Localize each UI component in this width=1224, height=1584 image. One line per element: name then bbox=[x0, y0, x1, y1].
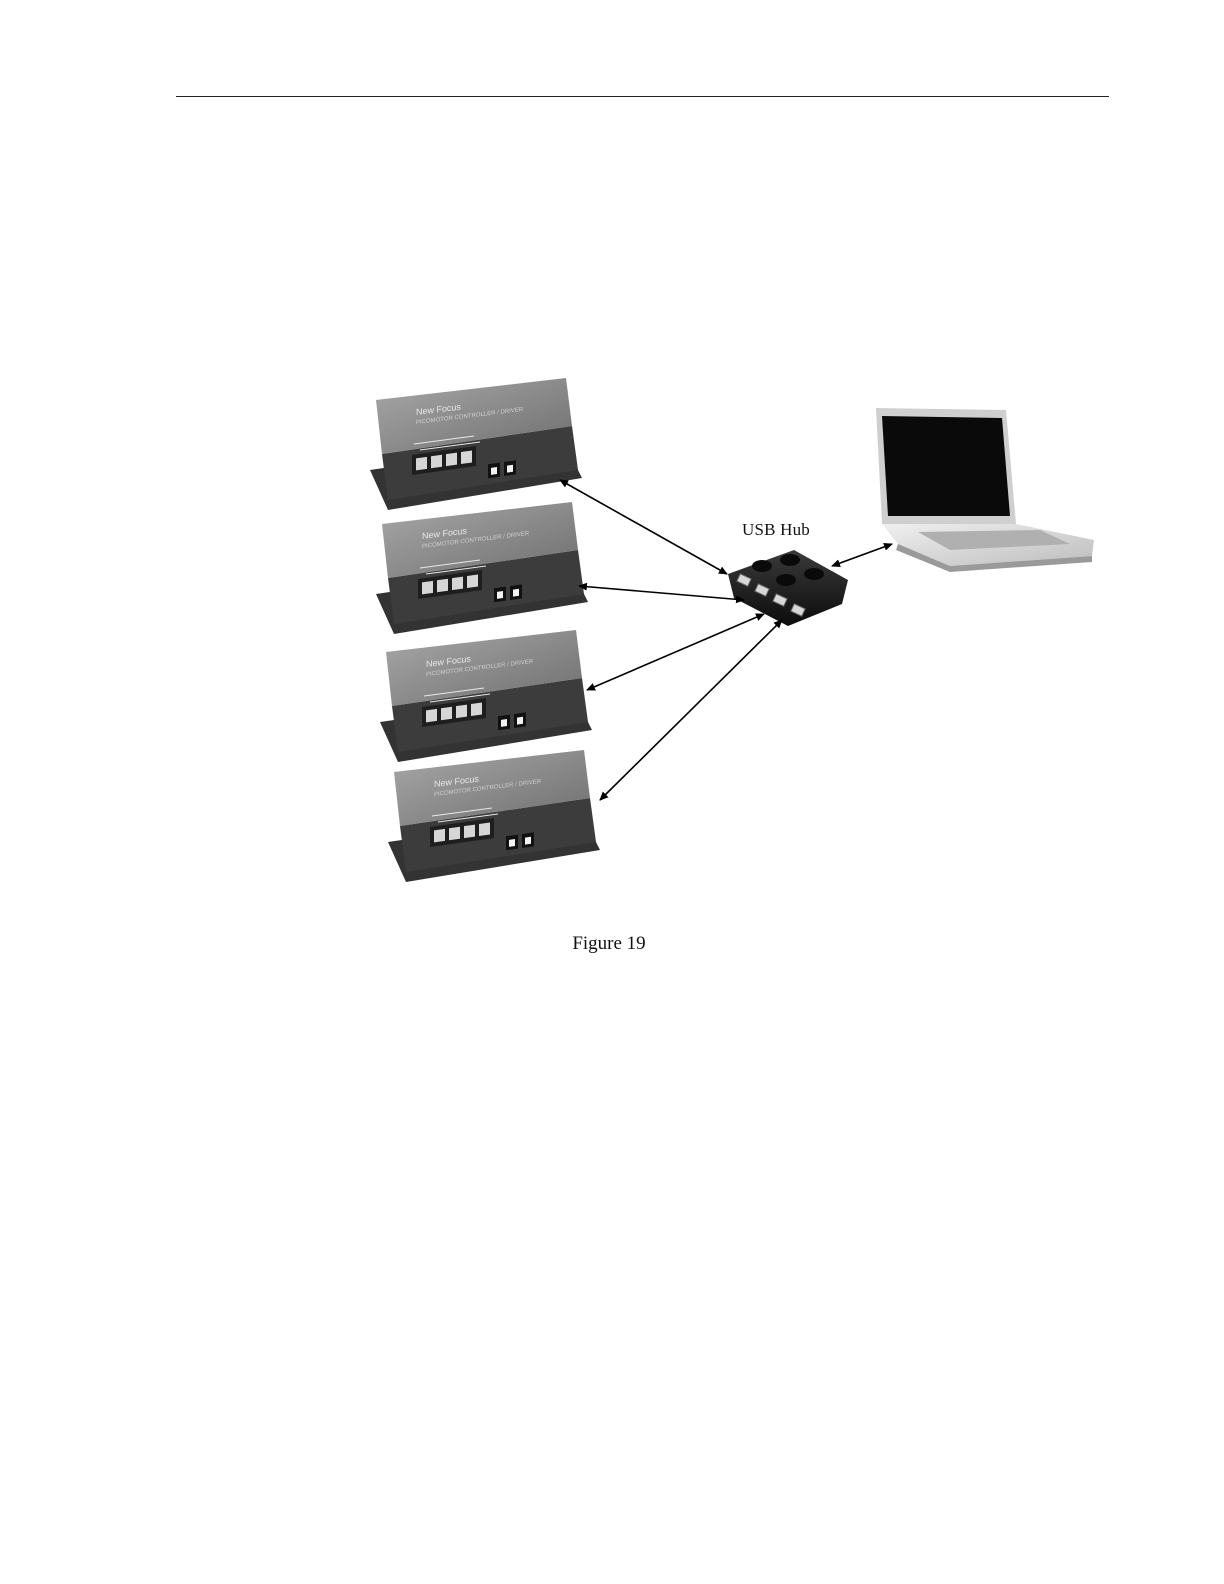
usb-hub-label: USB Hub bbox=[742, 520, 810, 540]
figure-caption: Figure 19 bbox=[0, 933, 1218, 955]
connection-arrow-4 bbox=[600, 620, 782, 800]
controller-device-2-icon: New Focus PICOMOTOR CONTROLLER / DRIVER bbox=[376, 502, 588, 634]
controller-device-1-icon: New Focus PICOMOTOR CONTROLLER / DRIVER bbox=[370, 378, 582, 510]
laptop-icon bbox=[876, 408, 1094, 572]
usb-hub-icon bbox=[728, 550, 848, 626]
connection-arrow-3 bbox=[587, 614, 764, 690]
connection-arrow-laptop bbox=[832, 544, 892, 566]
connection-arrow-2 bbox=[579, 586, 744, 600]
connection-arrow-1 bbox=[560, 480, 727, 574]
controller-device-4-icon: New Focus PICOMOTOR CONTROLLER / DRIVER bbox=[388, 750, 600, 882]
controller-device-3-icon: New Focus PICOMOTOR CONTROLLER / DRIVER bbox=[380, 630, 592, 762]
